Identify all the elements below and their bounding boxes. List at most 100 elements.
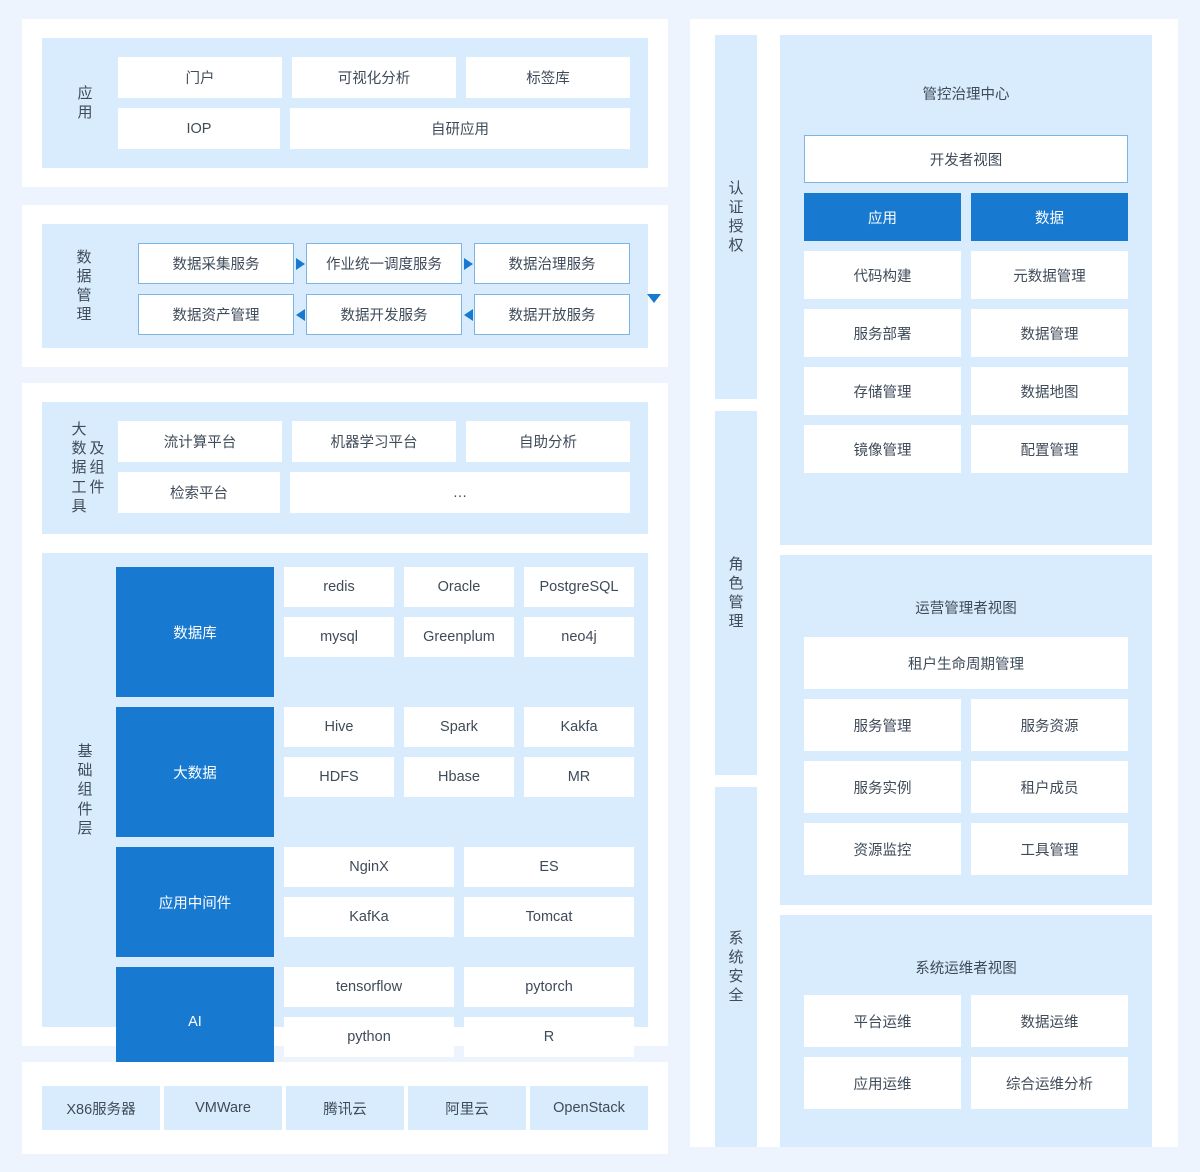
label-char: 数 [71, 440, 87, 458]
base-tile-hive[interactable]: Hive [284, 707, 394, 747]
base-tile-es[interactable]: ES [464, 847, 634, 887]
base-components-panel: 基 础 组 件 层 数据库 redis Oracle Post [42, 553, 648, 1077]
gov-tile-config-management[interactable]: 配置管理 [971, 425, 1128, 473]
app-tile-visual-analysis[interactable]: 可视化分析 [292, 57, 456, 98]
base-tile-nginx[interactable]: NginX [284, 847, 454, 887]
vertical-bar-role[interactable]: 角 色 管 理 [715, 411, 757, 775]
app-tile-self-developed[interactable]: 自研应用 [289, 108, 630, 149]
dm-tile-collection-service[interactable]: 数据采集服务 [138, 243, 294, 284]
base-tile-spark[interactable]: Spark [404, 707, 514, 747]
base-tile-redis[interactable]: redis [284, 567, 394, 607]
gov-tile-service-deployment[interactable]: 服务部署 [804, 309, 961, 357]
ops-tile-tenant-lifecycle[interactable]: 租户生命周期管理 [804, 637, 1128, 689]
dm-tile-scheduling-service[interactable]: 作业统一调度服务 [306, 243, 462, 284]
infra-tile-openstack[interactable]: OpenStack [530, 1086, 648, 1130]
system-ops-body: 平台运维 数据运维 应用运维 综合运维分析 [804, 995, 1128, 1109]
gov-tile-storage-management[interactable]: 存储管理 [804, 367, 961, 415]
application-section-card: 应 用 门户 可视化分析 标签库 IOP 自研应用 [22, 19, 668, 187]
base-tile-kafka[interactable]: KafKa [284, 897, 454, 937]
label-char: 系 [728, 929, 744, 947]
bd-tile-stream-computing[interactable]: 流计算平台 [118, 421, 282, 462]
vertical-bar-auth[interactable]: 认 证 授 权 [715, 35, 757, 399]
arrow-left-icon [462, 308, 474, 321]
base-item-line: redis Oracle PostgreSQL [284, 567, 634, 607]
base-tile-greenplum[interactable]: Greenplum [404, 617, 514, 657]
system-ops-row: 应用运维 综合运维分析 [804, 1057, 1128, 1109]
arrow-right-icon [462, 257, 474, 270]
base-tile-r[interactable]: R [464, 1017, 634, 1057]
base-tile-hbase[interactable]: Hbase [404, 757, 514, 797]
base-tile-kakfa[interactable]: Kakfa [524, 707, 634, 747]
gov-tile-metadata-management[interactable]: 元数据管理 [971, 251, 1128, 299]
infra-tile-tencent-cloud[interactable]: 腾讯云 [286, 1086, 404, 1130]
infra-tile-x86-server[interactable]: X86服务器 [42, 1086, 160, 1130]
bigdata-tools-panel: 大 数 据 工 具 及 组 件 流计算平台 机器学习平台 [42, 402, 648, 534]
label-char: 组 [89, 459, 105, 477]
base-category-middleware[interactable]: 应用中间件 [116, 847, 274, 957]
base-tile-oracle[interactable]: Oracle [404, 567, 514, 607]
base-category-bigdata[interactable]: 大数据 [116, 707, 274, 837]
bd-tile-self-service-analysis[interactable]: 自助分析 [466, 421, 630, 462]
infra-tile-alibaba-cloud[interactable]: 阿里云 [408, 1086, 526, 1130]
base-components-section-label: 基 础 组 件 层 [58, 553, 112, 1027]
dm-tile-governance-service[interactable]: 数据治理服务 [474, 243, 630, 284]
infra-tile-vmware[interactable]: VMWare [164, 1086, 282, 1130]
dm-tile-asset-management[interactable]: 数据资产管理 [138, 294, 294, 335]
ops-tile-service-management[interactable]: 服务管理 [804, 699, 961, 751]
dm-tile-development-service[interactable]: 数据开发服务 [306, 294, 462, 335]
gov-tile-developer-view[interactable]: 开发者视图 [804, 135, 1128, 183]
label-char: 层 [77, 819, 93, 837]
base-group-bigdata: 大数据 Hive Spark Kakfa HDFS Hbase MR [116, 707, 634, 837]
data-management-flow-grid: 数据采集服务 作业统一调度服务 数据治理服务 数据资产管理 数据开发服务 数据开… [138, 243, 661, 345]
data-management-section-card: 数 据 管 理 数据采集服务 作业统一调度服务 数据治理服务 数据资产管理 [22, 205, 668, 367]
arrow-down-icon [576, 294, 732, 304]
data-management-panel: 数 据 管 理 数据采集服务 作业统一调度服务 数据治理服务 数据资产管理 [42, 224, 661, 348]
base-item-line: HDFS Hbase MR [284, 757, 634, 797]
gov-tile-data[interactable]: 数据 [971, 193, 1128, 241]
dm-tile-open-service[interactable]: 数据开放服务 [474, 294, 630, 335]
base-tile-tensorflow[interactable]: tensorflow [284, 967, 454, 1007]
left-column: 应 用 门户 可视化分析 标签库 IOP 自研应用 [22, 19, 668, 1154]
base-tile-neo4j[interactable]: neo4j [524, 617, 634, 657]
base-tile-mysql[interactable]: mysql [284, 617, 394, 657]
sysops-tile-data-ops[interactable]: 数据运维 [971, 995, 1128, 1047]
base-tile-mr[interactable]: MR [524, 757, 634, 797]
base-tile-hdfs[interactable]: HDFS [284, 757, 394, 797]
base-category-database[interactable]: 数据库 [116, 567, 274, 697]
gov-tile-data-management[interactable]: 数据管理 [971, 309, 1128, 357]
base-category-ai[interactable]: AI [116, 967, 274, 1077]
base-group-middleware: 应用中间件 NginX ES KafKa Tomcat [116, 847, 634, 957]
operations-row: 服务管理 服务资源 [804, 699, 1128, 751]
base-tile-tomcat[interactable]: Tomcat [464, 897, 634, 937]
base-tile-pytorch[interactable]: pytorch [464, 967, 634, 1007]
vertical-bar-security[interactable]: 系 统 安 全 [715, 787, 757, 1147]
app-tile-iop[interactable]: IOP [118, 108, 280, 149]
ops-tile-tool-management[interactable]: 工具管理 [971, 823, 1128, 875]
app-tile-tag-library[interactable]: 标签库 [466, 57, 630, 98]
sysops-tile-platform-ops[interactable]: 平台运维 [804, 995, 961, 1047]
system-ops-title: 系统运维者视图 [915, 961, 1017, 977]
label-char: 大 [71, 421, 87, 439]
sysops-tile-application-ops[interactable]: 应用运维 [804, 1057, 961, 1109]
application-row: IOP 自研应用 [118, 108, 630, 149]
bd-tile-ellipsis[interactable]: … [289, 472, 630, 513]
bd-tile-machine-learning[interactable]: 机器学习平台 [292, 421, 456, 462]
bd-tile-search-platform[interactable]: 检索平台 [118, 472, 280, 513]
app-tile-portal[interactable]: 门户 [118, 57, 282, 98]
gov-tile-data-map[interactable]: 数据地图 [971, 367, 1128, 415]
gov-tile-application[interactable]: 应用 [804, 193, 961, 241]
sysops-tile-comprehensive-analysis[interactable]: 综合运维分析 [971, 1057, 1128, 1109]
gov-tile-image-management[interactable]: 镜像管理 [804, 425, 961, 473]
base-tile-postgresql[interactable]: PostgreSQL [524, 567, 634, 607]
ops-tile-service-resource[interactable]: 服务资源 [971, 699, 1128, 751]
base-group-database: 数据库 redis Oracle PostgreSQL mysql Greenp… [116, 567, 634, 697]
label-column-2: 及 组 件 [90, 439, 105, 497]
system-ops-row: 平台运维 数据运维 [804, 995, 1128, 1047]
ops-tile-service-instance[interactable]: 服务实例 [804, 761, 961, 813]
base-tile-python[interactable]: python [284, 1017, 454, 1057]
ops-tile-tenant-member[interactable]: 租户成员 [971, 761, 1128, 813]
label-char: 具 [71, 497, 87, 515]
ops-tile-resource-monitoring[interactable]: 资源监控 [804, 823, 961, 875]
gov-tile-code-build[interactable]: 代码构建 [804, 251, 961, 299]
